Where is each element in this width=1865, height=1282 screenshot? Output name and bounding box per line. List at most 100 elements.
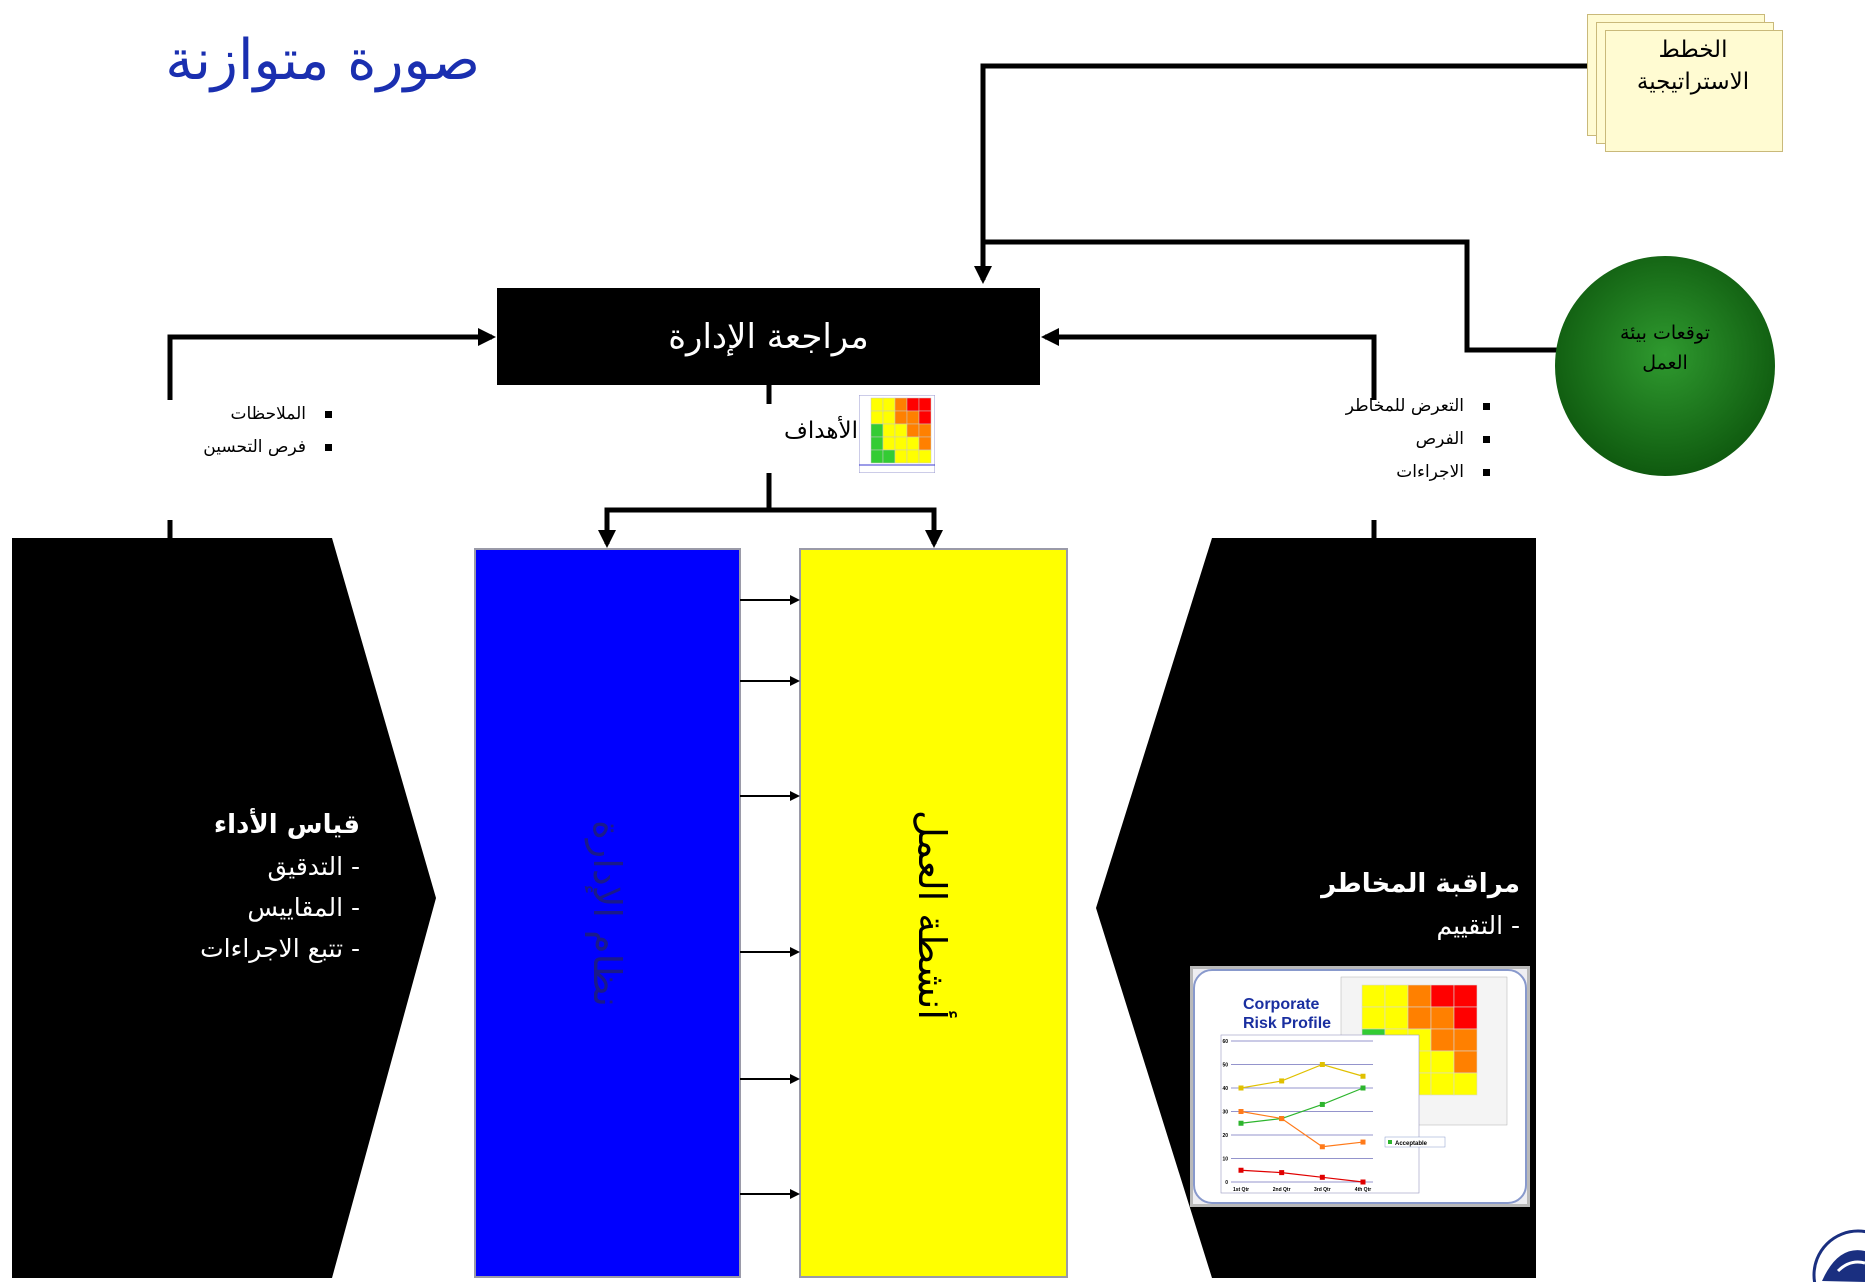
management-review-box: مراجعة الإدارة bbox=[497, 288, 1040, 385]
left-feedback-list: الملاحظات فرص التحسين bbox=[160, 398, 332, 464]
matrix-cell bbox=[918, 423, 932, 438]
matrix-cell bbox=[882, 397, 896, 412]
x-tick-label: 2nd Qtr bbox=[1273, 1187, 1291, 1193]
matrix-cell bbox=[1453, 1028, 1478, 1052]
matrix-cell bbox=[870, 449, 884, 464]
matrix-cell bbox=[1453, 1050, 1478, 1074]
performance-item: - تتبع الاجراءات bbox=[200, 934, 360, 963]
matrix-cell bbox=[894, 423, 908, 438]
performance-item: - التدقيق bbox=[267, 852, 360, 881]
matrix-cell bbox=[1407, 1006, 1432, 1030]
matrix-cell bbox=[870, 410, 884, 425]
list-item: الملاحظات bbox=[160, 398, 332, 431]
matrix-cell bbox=[870, 423, 884, 438]
list-item: فرص التحسين bbox=[160, 431, 332, 464]
management-system-column bbox=[474, 548, 741, 1278]
series-point bbox=[1279, 1078, 1285, 1084]
matrix-cell bbox=[870, 436, 884, 451]
matrix-cell bbox=[1384, 1006, 1409, 1030]
y-tick-label: 50 bbox=[1222, 1063, 1228, 1069]
series-point bbox=[1319, 1174, 1325, 1180]
matrix-cell bbox=[918, 436, 932, 451]
company-logo bbox=[1812, 1229, 1865, 1282]
series-point bbox=[1319, 1101, 1325, 1107]
series-point bbox=[1279, 1116, 1285, 1122]
chart-frame bbox=[1220, 1034, 1420, 1194]
series-point bbox=[1238, 1167, 1244, 1173]
business-env-line1: توقعات بيئة bbox=[1619, 322, 1710, 344]
y-tick-label: 40 bbox=[1222, 1086, 1228, 1092]
series-point bbox=[1360, 1073, 1366, 1079]
x-tick-label: 3rd Qtr bbox=[1314, 1187, 1331, 1193]
matrix-cell bbox=[1361, 984, 1386, 1008]
series-point bbox=[1279, 1170, 1285, 1176]
matrix-cell bbox=[882, 449, 896, 464]
right-feedback-list: التعرض للمخاطر الفرص الاجراءات bbox=[1290, 390, 1490, 489]
matrix-cell bbox=[882, 436, 896, 451]
management-system-label: نظام الإدارة bbox=[585, 820, 629, 1007]
risk-monitoring-item: - التقييم bbox=[1436, 911, 1520, 940]
matrix-cell bbox=[870, 397, 884, 412]
matrix-cell bbox=[918, 397, 932, 412]
matrix-cell bbox=[918, 410, 932, 425]
matrix-cell bbox=[894, 397, 908, 412]
matrix-cell bbox=[894, 410, 908, 425]
series-line bbox=[1240, 1087, 1364, 1124]
performance-item: - المقاييس bbox=[247, 893, 360, 922]
page-title: صورة متوازنة bbox=[165, 28, 480, 93]
business-env-line2: العمل bbox=[1642, 352, 1688, 374]
matrix-cell bbox=[1453, 984, 1478, 1008]
performance-heading: قياس الأداء bbox=[213, 810, 360, 840]
list-item: الفرص bbox=[1290, 423, 1490, 456]
matrix-cell bbox=[906, 423, 920, 438]
series-line bbox=[1240, 1169, 1364, 1183]
series-point bbox=[1360, 1085, 1366, 1091]
matrix-cell bbox=[882, 410, 896, 425]
column-arrows bbox=[740, 595, 800, 1199]
series-point bbox=[1238, 1120, 1244, 1126]
y-tick-label: 30 bbox=[1222, 1110, 1228, 1116]
risk-profile-graphic: Corporate Risk Profile 60504030201001st … bbox=[1193, 969, 1527, 1204]
strategy-card-front bbox=[1605, 30, 1783, 152]
matrix-cell bbox=[894, 449, 908, 464]
x-tick-label: 4th Qtr bbox=[1355, 1187, 1371, 1193]
matrix-cell bbox=[1407, 984, 1432, 1008]
matrix-cell bbox=[1430, 1028, 1455, 1052]
matrix-cell bbox=[1453, 1006, 1478, 1030]
matrix-cell bbox=[1430, 1050, 1455, 1074]
matrix-cell bbox=[906, 397, 920, 412]
matrix-cell bbox=[906, 436, 920, 451]
series-point bbox=[1360, 1139, 1366, 1145]
business-activities-label: أنشطة العمل bbox=[910, 810, 954, 1020]
matrix-cell bbox=[1430, 984, 1455, 1008]
business-environment-circle bbox=[1555, 256, 1775, 476]
risk-monitoring-heading: مراقبة المخاطر bbox=[1321, 869, 1520, 899]
risk-monitoring-text: مراقبة المخاطر - التقييم bbox=[1270, 864, 1520, 946]
flow-lines bbox=[167, 63, 1598, 548]
risk-profile-title-1: Corporate bbox=[1243, 996, 1320, 1013]
matrix-cell bbox=[918, 449, 932, 464]
y-tick-label: 60 bbox=[1222, 1039, 1228, 1045]
matrix-cell bbox=[1361, 1006, 1386, 1030]
matrix-cell bbox=[906, 449, 920, 464]
matrix-cell bbox=[1430, 1072, 1455, 1096]
goals-label: الأهداف bbox=[784, 418, 858, 444]
x-tick-label: 1st Qtr bbox=[1233, 1187, 1249, 1193]
business-environment-label: توقعات بيئة العمل bbox=[1592, 318, 1738, 378]
risk-profile-title-2: Risk Profile bbox=[1243, 1015, 1331, 1032]
matrix-cell bbox=[1430, 1006, 1455, 1030]
series-point bbox=[1238, 1109, 1244, 1114]
strategic-plans-line1: الخطط bbox=[1658, 37, 1728, 63]
series-point bbox=[1238, 1085, 1244, 1091]
series-point bbox=[1360, 1179, 1366, 1185]
series-line bbox=[1240, 1110, 1364, 1148]
y-tick-label: 0 bbox=[1225, 1180, 1228, 1186]
performance-measurement-text: قياس الأداء - التدقيق - المقاييس - تتبع … bbox=[90, 805, 360, 969]
matrix-cell bbox=[1384, 984, 1409, 1008]
matrix-cell bbox=[906, 410, 920, 425]
matrix-cell bbox=[894, 436, 908, 451]
series-line bbox=[1240, 1063, 1364, 1089]
